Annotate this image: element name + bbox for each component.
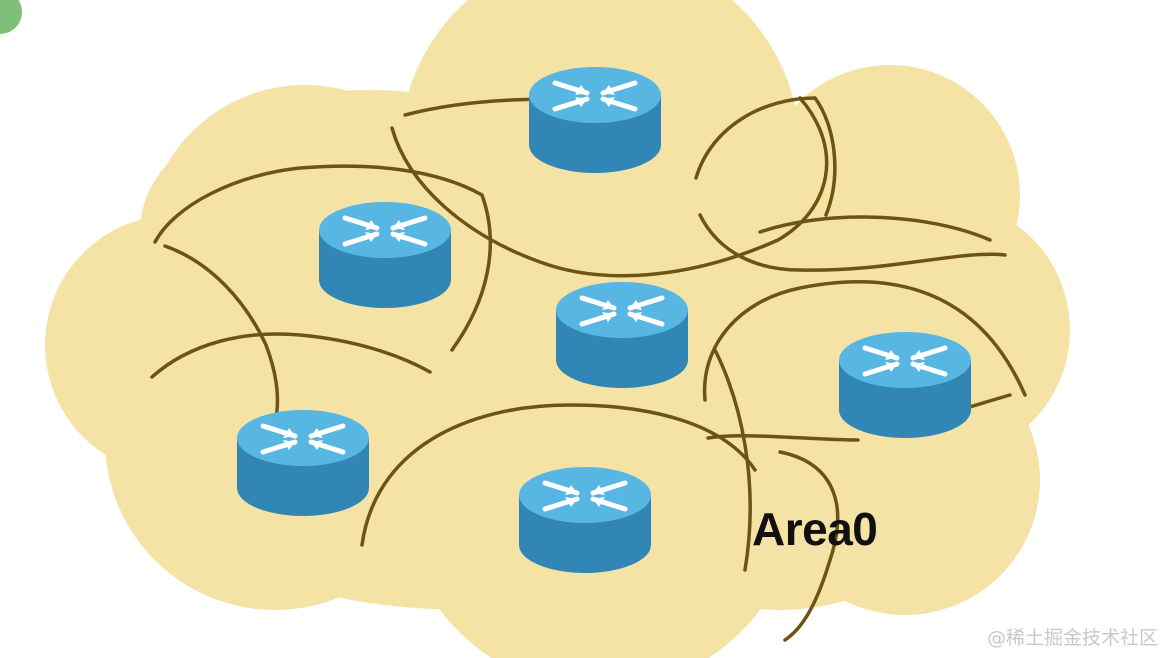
router-icon xyxy=(319,202,451,308)
router-icon xyxy=(556,282,688,388)
watermark-text: @稀土掘金技术社区 xyxy=(986,627,1158,649)
area-label: Area0 xyxy=(752,503,878,555)
corner-blob xyxy=(0,0,22,34)
router-icon xyxy=(519,467,651,573)
router-icon xyxy=(529,67,661,173)
router-icon xyxy=(237,410,369,516)
router-icon xyxy=(839,332,971,438)
